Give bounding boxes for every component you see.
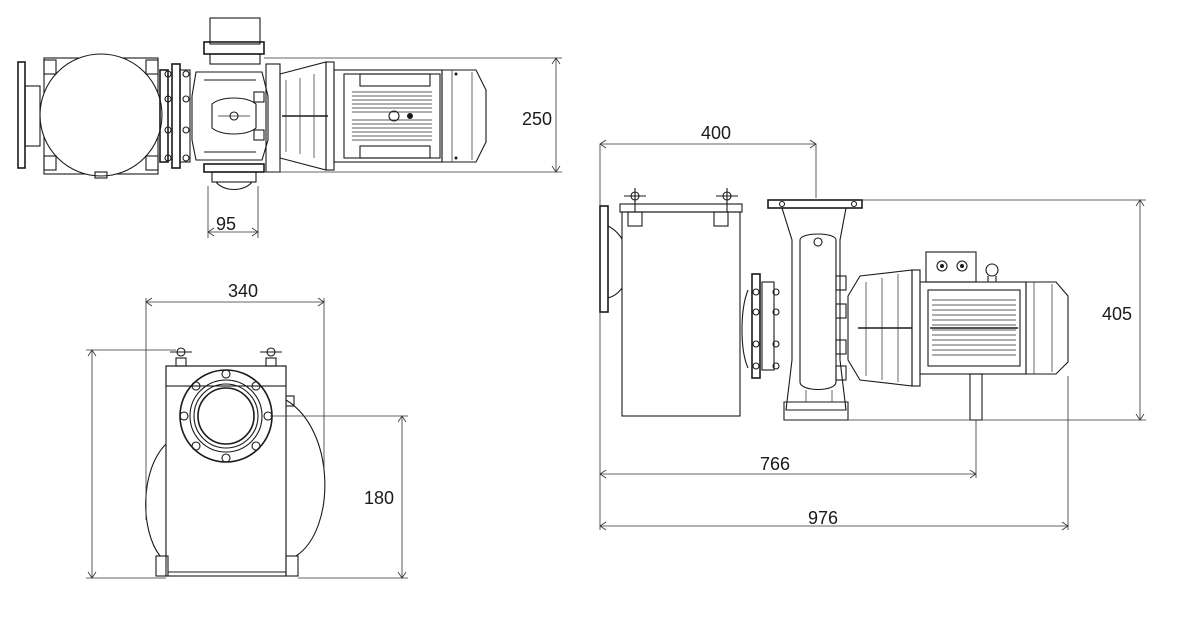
dim-top-height: 250: [522, 109, 552, 129]
side-motor-fins: [932, 299, 1016, 356]
front-view: 340 180: [86, 281, 408, 579]
top-view: 250 95: [17, 17, 562, 238]
dim-side-foot-length: 766: [760, 454, 790, 474]
motor-cooling-fins: [352, 91, 432, 141]
dim-flange-width: 95: [216, 214, 236, 234]
dim-side-top-width: 400: [701, 123, 731, 143]
dim-side-total-length: 976: [808, 508, 838, 528]
dim-front-center-height: 180: [364, 488, 394, 508]
dim-side-height: 405: [1102, 304, 1132, 324]
dim-front-width: 340: [228, 281, 258, 301]
side-view: 400 405 766 976: [599, 123, 1146, 531]
